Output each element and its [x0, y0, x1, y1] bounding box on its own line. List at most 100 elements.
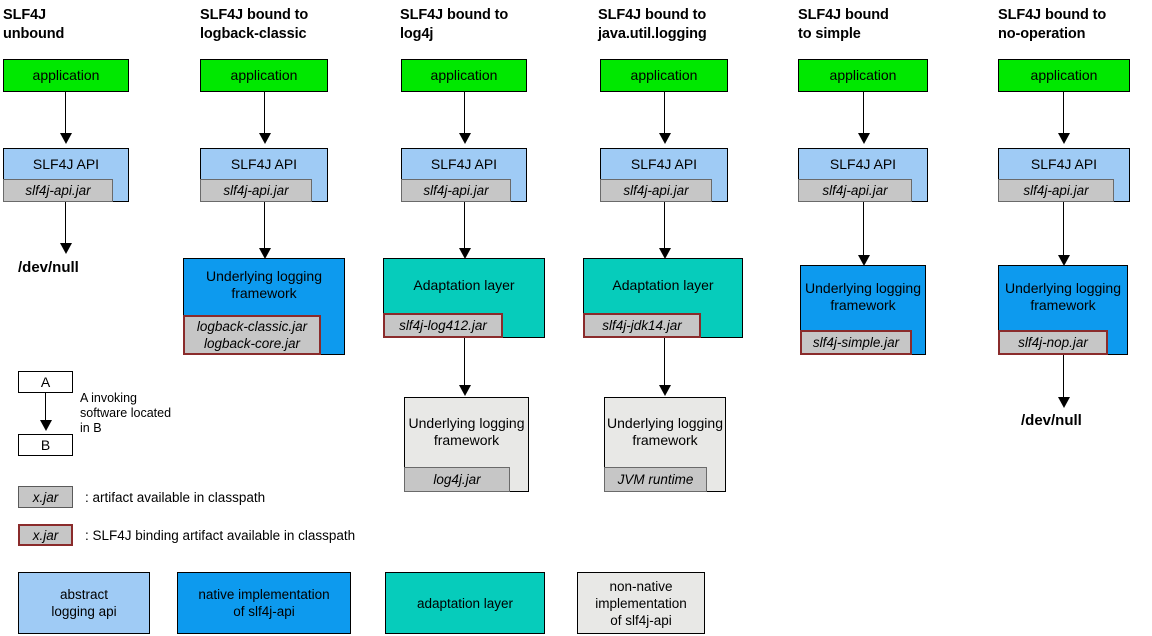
- slf4j-api-box-logback: SLF4J API slf4j-api.jar: [200, 148, 328, 202]
- legend-jar-chip-binding: x.jar: [18, 524, 73, 546]
- adaptation-layer-label: Adaptation layer: [612, 276, 714, 293]
- arrowhead-api-to-impl-logback: [259, 248, 271, 259]
- legend-swatch-adaptation-layer: adaptation layer: [385, 572, 545, 634]
- jar-chip-slf4j-api: slf4j-api.jar: [401, 179, 511, 202]
- column-heading-logback-classic: SLF4J bound to logback-classic: [200, 7, 309, 42]
- underlying-framework-label: Underlying logging framework: [805, 280, 921, 313]
- application-label: application: [630, 67, 698, 83]
- application-label: application: [32, 67, 100, 83]
- underlying-framework-box-nop: Underlying logging framework slf4j-nop.j…: [998, 265, 1128, 355]
- arrow-api-to-adapter-jul: [664, 202, 665, 249]
- slf4j-api-box-nop: SLF4J API slf4j-api.jar: [998, 148, 1130, 202]
- arrowhead-app-to-api-unbound: [60, 133, 72, 144]
- arrowhead-app-to-api-log4j: [459, 133, 471, 144]
- application-label: application: [829, 67, 897, 83]
- arrowhead-impl-to-devnull-nop: [1058, 397, 1070, 408]
- arrow-app-to-api-simple: [863, 92, 864, 134]
- jar-chip-slf4j-api: slf4j-api.jar: [200, 179, 312, 202]
- underlying-framework-box-log4j: Underlying logging framework log4j.jar: [404, 397, 529, 492]
- underlying-framework-box-jul: Underlying logging framework JVM runtime: [604, 397, 726, 492]
- column-heading-no-operation: SLF4J bound to no-operation: [998, 7, 1107, 42]
- slf4j-api-box-unbound: SLF4J API slf4j-api.jar: [3, 148, 129, 202]
- underlying-framework-label: Underlying logging framework: [607, 414, 723, 448]
- arrow-app-to-api-unbound: [65, 92, 66, 134]
- underlying-framework-label: Underlying logging framework: [1005, 280, 1121, 313]
- arrow-adapter-to-impl-log4j: [464, 338, 465, 386]
- arrowhead-api-to-adapter-jul: [659, 248, 671, 259]
- arrow-api-to-devnull-unbound: [65, 202, 66, 244]
- underlying-framework-label: Underlying logging framework: [206, 267, 322, 301]
- application-box-simple: application: [798, 59, 928, 92]
- jar-chip-slf4j-simple-binding: slf4j-simple.jar: [800, 330, 912, 355]
- arrowhead-app-to-api-simple: [858, 133, 870, 144]
- slf4j-api-box-jul: SLF4J API slf4j-api.jar: [600, 148, 728, 202]
- arrow-app-to-api-nop: [1063, 92, 1064, 134]
- arrow-api-to-impl-logback: [264, 202, 265, 249]
- legend-box-b-label: B: [40, 437, 51, 453]
- application-label: application: [230, 67, 298, 83]
- arrow-adapter-to-impl-jul: [664, 338, 665, 386]
- arrow-impl-to-devnull-nop: [1063, 355, 1064, 398]
- adaptation-layer-box-jul: Adaptation layer slf4j-jdk14.jar: [583, 258, 743, 338]
- arrowhead-adapter-to-impl-log4j: [459, 385, 471, 396]
- jar-chip-slf4j-log4j-binding: slf4j-log412.jar: [383, 313, 503, 338]
- column-heading-simple: SLF4J bound to simple: [798, 7, 889, 42]
- arrow-app-to-api-logback: [264, 92, 265, 134]
- legend-invocation-note: A invoking software located in B: [80, 391, 172, 435]
- jar-chip-log4j: log4j.jar: [404, 467, 510, 492]
- underlying-framework-box-simple: Underlying logging framework slf4j-simpl…: [800, 265, 926, 355]
- adaptation-layer-label: Adaptation layer: [413, 276, 515, 293]
- slf4j-api-label: SLF4J API: [829, 155, 897, 172]
- jar-chip-jvm-runtime: JVM runtime: [604, 467, 707, 492]
- legend-jar-chip-artifact: x.jar: [18, 486, 73, 508]
- underlying-framework-box-logback: Underlying logging framework logback-cla…: [183, 258, 345, 355]
- slf4j-api-label: SLF4J API: [230, 155, 298, 172]
- slf4j-api-label: SLF4J API: [32, 155, 100, 172]
- arrowhead-api-to-adapter-log4j: [459, 248, 471, 259]
- application-box-nop: application: [998, 59, 1130, 92]
- arrow-api-to-adapter-log4j: [464, 202, 465, 249]
- legend-arrow-a-to-b: [45, 393, 46, 427]
- application-label: application: [1030, 67, 1098, 83]
- jar-chip-slf4j-api: slf4j-api.jar: [600, 179, 712, 202]
- legend-swatch-adaptation-layer-label: adaptation layer: [416, 595, 514, 611]
- jar-chip-logback-binding: logback-classic.jar logback-core.jar: [183, 315, 321, 355]
- jar-chip-slf4j-api: slf4j-api.jar: [798, 179, 912, 202]
- slf4j-api-label: SLF4J API: [430, 155, 498, 172]
- legend-swatch-native-implementation: native implementation of slf4j-api: [177, 572, 351, 634]
- legend-binding-text: : SLF4J binding artifact available in cl…: [85, 528, 356, 543]
- arrowhead-app-to-api-jul: [659, 133, 671, 144]
- arrowhead-app-to-api-logback: [259, 133, 271, 144]
- underlying-framework-label: Underlying logging framework: [408, 414, 525, 448]
- arrowhead-app-to-api-nop: [1058, 133, 1070, 144]
- application-box-log4j: application: [401, 59, 527, 92]
- legend-swatch-abstract-logging-api-label: abstract logging api: [51, 587, 117, 619]
- application-box-logback: application: [200, 59, 328, 92]
- arrow-app-to-api-log4j: [464, 92, 465, 134]
- arrow-api-to-impl-nop: [1063, 202, 1064, 256]
- legend-box-a: A: [18, 371, 73, 393]
- adaptation-layer-box-log4j: Adaptation layer slf4j-log412.jar: [383, 258, 545, 338]
- column-heading-log4j: SLF4J bound to log4j: [400, 7, 509, 42]
- application-label: application: [430, 67, 498, 83]
- jar-chip-slf4j-nop-binding: slf4j-nop.jar: [998, 330, 1108, 355]
- legend-swatch-non-native-implementation: non-native implementation of slf4j-api: [577, 572, 705, 634]
- legend-arrowhead-a-to-b: [40, 420, 52, 431]
- legend-jar-chip-artifact-label: x.jar: [32, 489, 59, 505]
- legend-swatch-native-implementation-label: native implementation of slf4j-api: [198, 587, 330, 619]
- legend-swatch-non-native-implementation-label: non-native implementation of slf4j-api: [595, 578, 687, 628]
- legend-box-a-label: A: [40, 374, 51, 390]
- application-box-jul: application: [600, 59, 728, 92]
- slf4j-api-box-log4j: SLF4J API slf4j-api.jar: [401, 148, 527, 202]
- arrowhead-adapter-to-impl-jul: [659, 385, 671, 396]
- jar-chip-slf4j-api: slf4j-api.jar: [998, 179, 1114, 202]
- legend-box-b: B: [18, 434, 73, 456]
- column-heading-java-util-logging: SLF4J bound to java.util.logging: [598, 7, 707, 42]
- legend-jar-chip-binding-label: x.jar: [32, 527, 59, 543]
- arrowhead-api-to-impl-simple: [858, 255, 870, 266]
- devnull-label-nop: /dev/null: [1021, 412, 1082, 429]
- application-box-unbound: application: [3, 59, 129, 92]
- column-heading-unbound: SLF4J unbound: [3, 7, 65, 42]
- arrow-app-to-api-jul: [664, 92, 665, 134]
